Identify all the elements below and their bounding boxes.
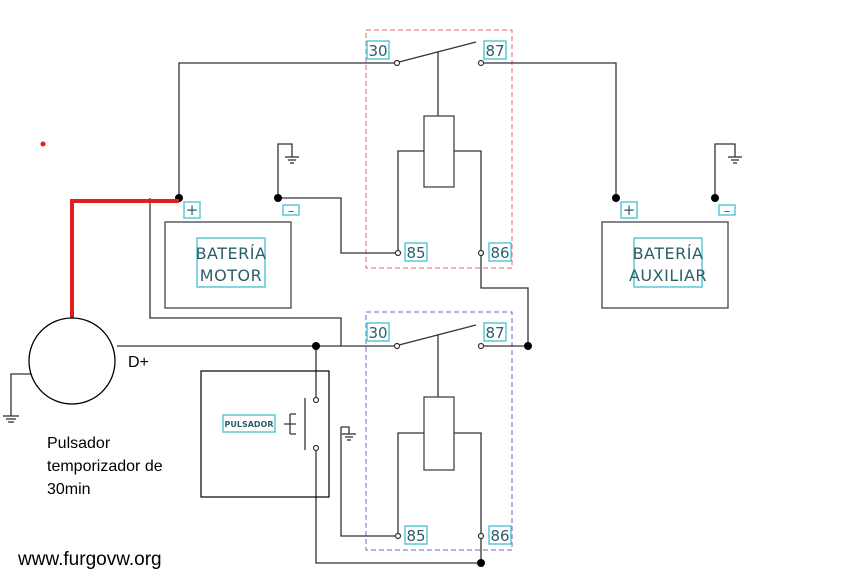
svg-text:BATERÍA: BATERÍA <box>196 244 267 263</box>
svg-text:30min: 30min <box>47 481 91 498</box>
svg-text:Pulsador: Pulsador <box>47 435 111 452</box>
pushbutton-timer: PULSADOR <box>200 370 330 498</box>
relay-top-coil <box>423 115 455 188</box>
alternator: D+ <box>28 317 149 405</box>
wiring <box>117 62 719 567</box>
svg-text:85: 85 <box>406 244 425 262</box>
pushbutton-enclosure <box>200 370 330 498</box>
stray-mark <box>40 141 46 147</box>
power-wire-red <box>70 199 179 318</box>
ground-symbol-motor <box>277 143 299 198</box>
relay-bottom-border <box>365 311 513 551</box>
relay-bottom-pin-86: 86 <box>488 525 512 545</box>
relay-bottom-pin-87: 87 <box>483 322 507 342</box>
svg-text:temporizador de: temporizador de <box>47 458 163 475</box>
relay-bottom-pin-85: 85 <box>404 525 428 545</box>
relay-top-pin-85: 85 <box>404 242 428 262</box>
battery-aux-plus-terminal <box>620 201 638 219</box>
svg-text:30: 30 <box>368 42 387 60</box>
alternator-terminal-label: D+ <box>128 354 149 371</box>
svg-text:85: 85 <box>406 527 425 545</box>
relay-top: 30 87 85 86 <box>365 29 513 269</box>
svg-text:87: 87 <box>485 42 504 60</box>
svg-text:86: 86 <box>490 244 509 262</box>
ground-symbol-alternator <box>3 373 32 423</box>
battery-motor-minus-terminal <box>282 204 300 216</box>
svg-text:−: − <box>288 207 295 216</box>
relay-top-pin-86: 86 <box>488 242 512 262</box>
svg-text:+: + <box>623 201 636 219</box>
relay-bottom-coil <box>423 396 455 471</box>
battery-aux-minus-terminal <box>718 204 736 216</box>
pushbutton-label: PULSADOR <box>224 420 273 429</box>
timer-note: Pulsador temporizador de 30min <box>47 435 163 498</box>
battery-auxiliary: BATERÍA AUXILIAR + − <box>601 201 736 309</box>
svg-text:−: − <box>724 207 731 216</box>
svg-text:87: 87 <box>485 324 504 342</box>
svg-text:30: 30 <box>368 324 387 342</box>
svg-text:+: + <box>186 201 199 219</box>
ground-symbol-aux <box>714 143 742 198</box>
svg-text:86: 86 <box>490 527 509 545</box>
relay-bottom: 30 87 85 86 <box>365 311 513 551</box>
ground-symbol-relay-bottom <box>341 426 356 441</box>
watermark: www.furgovw.org <box>17 549 162 570</box>
battery-aux-body <box>601 221 729 309</box>
relay-top-pin-30: 30 <box>366 40 390 60</box>
battery-motor: BATERÍA MOTOR + − <box>164 201 300 309</box>
alternator-circle <box>28 317 116 405</box>
relay-bottom-pin-30: 30 <box>366 322 390 342</box>
relay-top-border <box>365 29 513 269</box>
battery-motor-body <box>164 221 292 309</box>
battery-motor-plus-terminal <box>183 201 201 219</box>
relay-top-pin-87: 87 <box>483 40 507 60</box>
svg-text:AUXILIAR: AUXILIAR <box>629 266 707 285</box>
svg-text:MOTOR: MOTOR <box>200 266 262 285</box>
svg-text:BATERÍA: BATERÍA <box>633 244 704 263</box>
